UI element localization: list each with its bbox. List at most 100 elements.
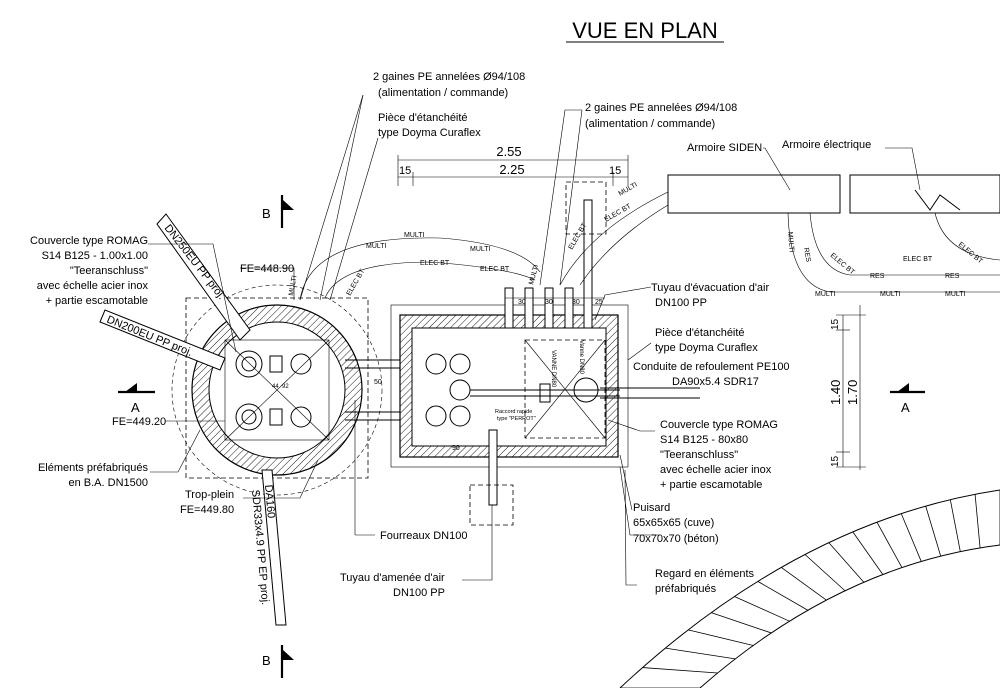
pipe-dn200	[99, 309, 226, 371]
svg-text:30: 30	[545, 299, 553, 306]
svg-text:Armoire électrique: Armoire électrique	[782, 139, 871, 151]
svg-text:MULTI: MULTI	[366, 243, 387, 250]
arc-radial-line	[804, 554, 846, 592]
svg-text:15: 15	[830, 318, 841, 330]
svg-text:+ partie escamotable: + partie escamotable	[46, 295, 148, 307]
arc-radial-line	[781, 567, 827, 601]
svg-text:ELEC BT: ELEC BT	[420, 260, 450, 267]
svg-text:(alimentation / commande): (alimentation / commande)	[585, 118, 715, 130]
section-markers: B B A A	[118, 195, 925, 678]
svg-text:avec échelle acier inox: avec échelle acier inox	[37, 280, 149, 292]
valve-d	[425, 405, 447, 427]
arc-radial-line	[949, 499, 961, 552]
chamber-cover-outline	[185, 297, 369, 479]
svg-text:DN100 PP: DN100 PP	[393, 587, 445, 599]
svg-text:15: 15	[399, 165, 411, 177]
pump-2	[235, 403, 263, 431]
svg-text:DN100 PP: DN100 PP	[655, 297, 707, 309]
svg-text:MULTI: MULTI	[470, 246, 491, 253]
arc-radial-line	[642, 667, 718, 674]
valve-chamber: VANNE DN80 Vanne DN80 Raccord rapide typ…	[390, 181, 629, 468]
arc-radial-line	[974, 494, 981, 548]
svg-text:ELEC BT: ELEC BT	[903, 256, 933, 263]
svg-text:MULTI: MULTI	[880, 291, 901, 298]
svg-text:Puisard: Puisard	[633, 502, 670, 514]
svg-text:DA90x5.4 SDR17: DA90x5.4 SDR17	[672, 376, 759, 388]
svg-text:B: B	[262, 653, 271, 668]
svg-text:Eléments préfabriqués: Eléments préfabriqués	[38, 462, 149, 474]
svg-text:Couvercle type ROMAG: Couvercle type ROMAG	[660, 419, 778, 431]
svg-text:en B.A. DN1500: en B.A. DN1500	[69, 477, 149, 489]
air-intake-pipe	[469, 429, 514, 526]
svg-text:DN250EU PP proj.: DN250EU PP proj.	[162, 222, 228, 302]
svg-text:B: B	[262, 206, 271, 221]
svg-text:VANNE DN80: VANNE DN80	[550, 350, 556, 388]
svg-text:Raccord rapide: Raccord rapide	[495, 409, 532, 415]
svg-text:Tuyau d'amenée d'air: Tuyau d'amenée d'air	[340, 572, 445, 584]
svg-text:+ partie escamotable: + partie escamotable	[660, 479, 762, 491]
svg-text:S14 B125 - 1.00x1.00: S14 B125 - 1.00x1.00	[42, 250, 148, 262]
svg-text:RES: RES	[945, 273, 960, 280]
chamber-hatch-square	[224, 339, 330, 441]
svg-text:2.25: 2.25	[499, 162, 524, 177]
arc-radial-line	[688, 629, 754, 646]
cable-runs: MULTI MULTI ELEC BT ELEC BT MULTI MULTI …	[288, 181, 1000, 301]
svg-text:Armoire SIDEN: Armoire SIDEN	[687, 142, 762, 154]
svg-text:Couvercle type ROMAG: Couvercle type ROMAG	[30, 235, 148, 247]
svg-text:Fourreaux DN100: Fourreaux DN100	[380, 530, 467, 542]
pump-1	[235, 350, 263, 378]
armoire-siden-box	[667, 174, 841, 214]
svg-text:44: 44	[272, 384, 279, 390]
arc-radial-line	[665, 647, 736, 660]
armoire-electrique-box	[849, 174, 1000, 214]
svg-text:30: 30	[572, 299, 580, 306]
svg-text:Regard en éléments: Regard en éléments	[655, 568, 755, 580]
air-evac-pipe	[583, 199, 593, 329]
arc-radial-line	[852, 531, 884, 575]
svg-text:Trop-plein: Trop-plein	[185, 489, 234, 501]
svg-text:15: 15	[609, 165, 621, 177]
svg-text:type "PERROT": type "PERROT"	[497, 416, 536, 422]
valve-e	[449, 405, 471, 427]
svg-text:2 gaines PE annelées Ø94/108: 2 gaines PE annelées Ø94/108	[373, 71, 525, 83]
svg-text:Tuyau d'évacuation d'air: Tuyau d'évacuation d'air	[651, 282, 769, 294]
svg-text:MULTI: MULTI	[945, 291, 966, 298]
svg-text:ELEC BT: ELEC BT	[957, 241, 984, 266]
right-dimensions: 1.40 1.70 15 15	[828, 305, 866, 470]
annotations: 2 gaines PE annelées Ø94/108 (alimentati…	[30, 71, 871, 599]
tank-arc	[619, 489, 1000, 688]
svg-text:50: 50	[374, 379, 382, 386]
valve-2	[290, 406, 312, 428]
svg-text:1.40: 1.40	[828, 380, 843, 405]
svg-text:92: 92	[282, 384, 289, 390]
svg-text:MULTI: MULTI	[288, 275, 298, 296]
svg-text:"Teeranschluss": "Teeranschluss"	[70, 265, 148, 277]
svg-text:90: 90	[452, 445, 460, 452]
arc-radial-line	[711, 612, 772, 634]
valve-1	[290, 353, 312, 375]
svg-text:2 gaines PE annelées Ø94/108: 2 gaines PE annelées Ø94/108	[585, 102, 737, 114]
valve-b	[449, 353, 471, 375]
svg-text:MULTI: MULTI	[528, 264, 540, 286]
svg-text:MULTI: MULTI	[815, 291, 836, 298]
svg-text:FE=448.90: FE=448.90	[240, 263, 294, 275]
svg-text:MULTI: MULTI	[786, 232, 795, 253]
valve-chamber-interior	[411, 327, 607, 447]
svg-text:FE=449.80: FE=449.80	[180, 504, 234, 516]
svg-text:Pièce d'étanchéité: Pièce d'étanchéité	[655, 327, 745, 339]
svg-text:"Teeranschluss": "Teeranschluss"	[660, 449, 738, 461]
cabinets	[667, 174, 1000, 214]
arc-radial-line	[900, 513, 922, 562]
svg-text:préfabriqués: préfabriqués	[655, 583, 717, 595]
arc-radial-line	[828, 542, 865, 583]
svg-text:A: A	[901, 400, 910, 415]
svg-text:S14 B125 - 80x80: S14 B125 - 80x80	[660, 434, 748, 446]
svg-text:avec échelle acier inox: avec échelle acier inox	[660, 464, 772, 476]
svg-text:65x65x65 (cuve): 65x65x65 (cuve)	[633, 517, 714, 529]
svg-text:Pièce d'étanchéité: Pièce d'étanchéité	[378, 112, 468, 124]
svg-text:RES: RES	[870, 273, 885, 280]
svg-text:DN200EU PP proj.: DN200EU PP proj.	[105, 314, 194, 359]
svg-text:15: 15	[830, 455, 841, 467]
